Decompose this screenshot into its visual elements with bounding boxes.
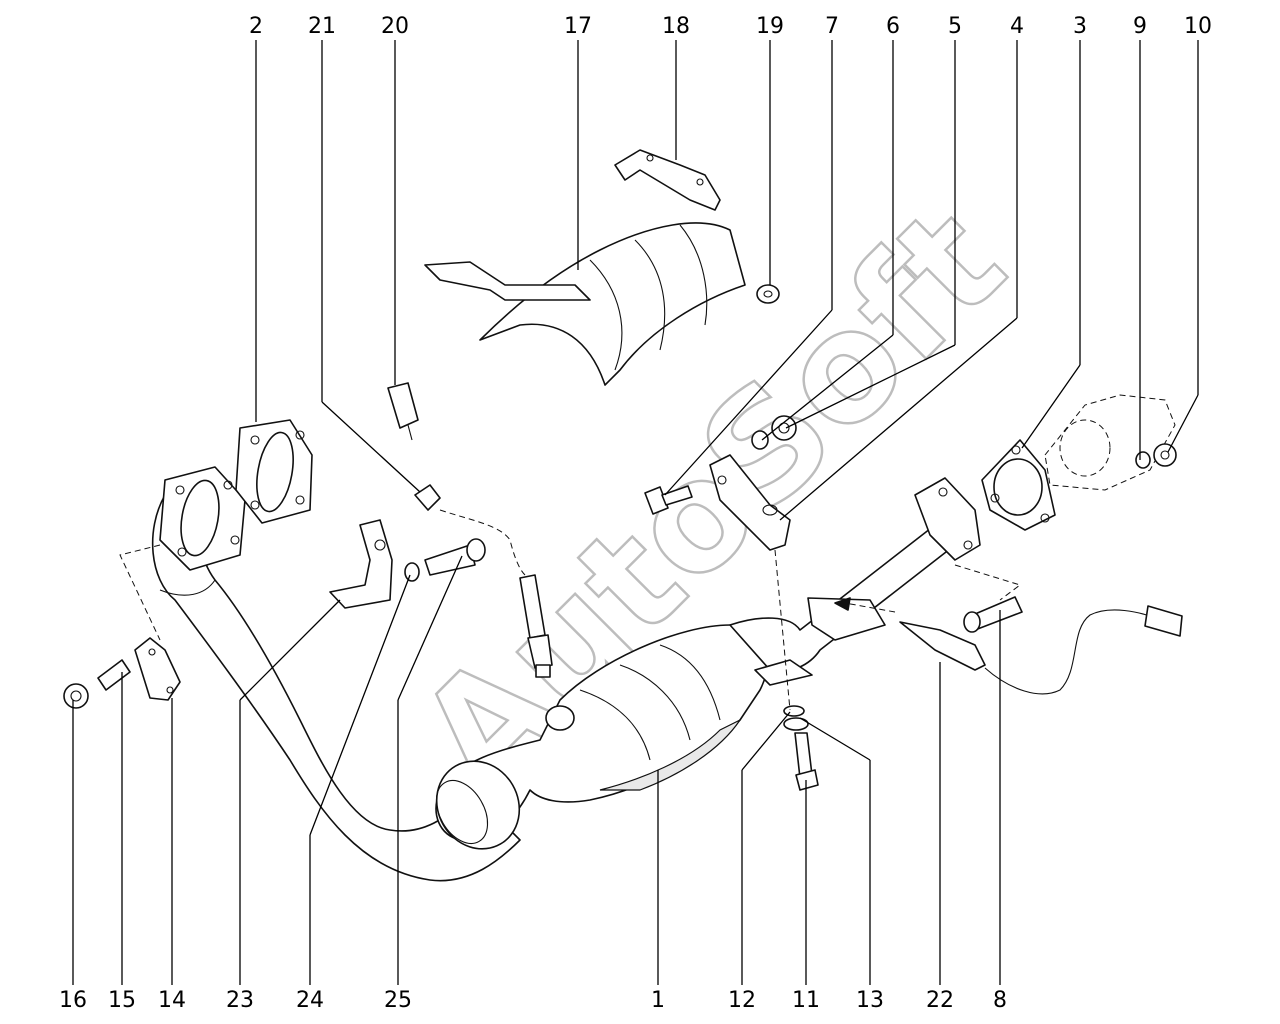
- callout-8: 8: [993, 988, 1007, 1013]
- callout-17: 17: [564, 14, 592, 39]
- callout-5: 5: [948, 14, 962, 39]
- nut-19: [756, 284, 780, 304]
- nut-5: [771, 415, 797, 441]
- washer-24: [404, 562, 420, 582]
- bracket-18: [614, 149, 721, 211]
- plate-14: [134, 637, 181, 701]
- bolt-7: [644, 485, 693, 515]
- rear-pipe-phantom: [1044, 394, 1176, 491]
- gasket-3: [981, 439, 1056, 531]
- callout-24: 24: [296, 988, 324, 1013]
- callout-6: 6: [886, 14, 900, 39]
- heat-shield: [424, 222, 746, 386]
- bolt-25: [424, 538, 486, 576]
- callouts-bottom: 16 15 14 23 24 25 1 12 11 13 22 8: [59, 988, 1007, 1013]
- callout-7: 7: [825, 14, 839, 39]
- callout-2: 2: [249, 14, 263, 39]
- phantom-outline-left: [119, 544, 1022, 711]
- washer-6: [751, 430, 769, 450]
- callout-18: 18: [662, 14, 690, 39]
- callout-16: 16: [59, 988, 87, 1013]
- callout-20: 20: [381, 14, 409, 39]
- callout-1: 1: [651, 988, 665, 1013]
- lambda-sensor-front: [439, 509, 553, 678]
- flow-arrow: [834, 597, 896, 613]
- lambda-sensor-rear: [899, 605, 1183, 695]
- nut-16: [63, 683, 89, 709]
- catalytic-converter: [435, 624, 769, 850]
- washer-9: [1135, 451, 1151, 469]
- bolt-11: [794, 732, 819, 791]
- washer-12: [783, 705, 805, 717]
- stud-15: [97, 659, 131, 691]
- manifold-flange-left: [159, 466, 246, 571]
- callout-14: 14: [158, 988, 186, 1013]
- callout-9: 9: [1133, 14, 1147, 39]
- nut-10: [1153, 443, 1177, 467]
- callout-13: 13: [856, 988, 884, 1013]
- bracket-4: [709, 454, 791, 551]
- bolt-8: [963, 596, 1023, 633]
- connector-20: [387, 382, 419, 441]
- callouts-top: 2 21 20 17 18 19 7 6 5 4 3 9 10: [249, 14, 1212, 39]
- gasket-2: [235, 419, 313, 524]
- callout-15: 15: [108, 988, 136, 1013]
- callout-19: 19: [756, 14, 784, 39]
- callout-22: 22: [926, 988, 954, 1013]
- callout-25: 25: [384, 988, 412, 1013]
- bracket-23: [329, 519, 393, 609]
- middle-pipe: [729, 477, 981, 686]
- callout-12: 12: [728, 988, 756, 1013]
- callout-21: 21: [308, 14, 336, 39]
- clip-21: [414, 484, 441, 511]
- callout-23: 23: [226, 988, 254, 1013]
- callout-4: 4: [1010, 14, 1024, 39]
- callout-11: 11: [792, 988, 820, 1013]
- callout-3: 3: [1073, 14, 1087, 39]
- washer-13: [783, 717, 809, 731]
- leader-lines: [72, 40, 1199, 985]
- callout-10: 10: [1184, 14, 1212, 39]
